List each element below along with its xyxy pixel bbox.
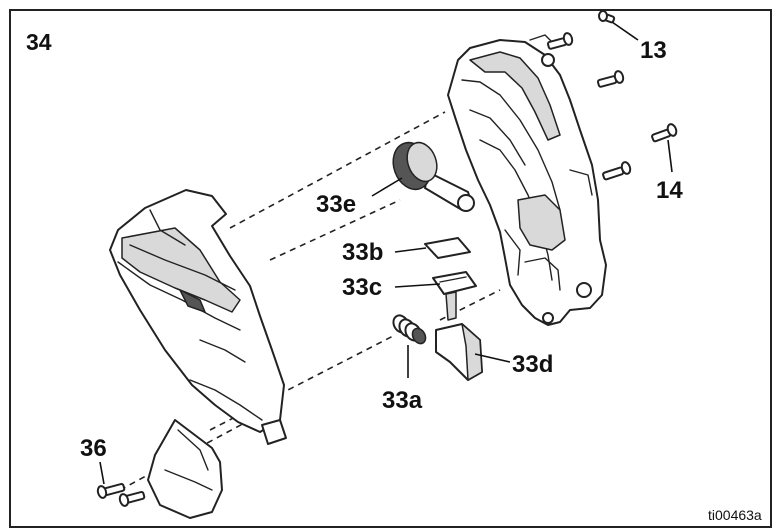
figure-code: ti00463a	[708, 507, 762, 523]
block-33d	[435, 323, 483, 381]
callout-33b: 33b	[342, 239, 383, 266]
screw-36-b	[118, 490, 146, 507]
callout-36: 36	[80, 435, 107, 462]
screw-14-a	[651, 123, 678, 143]
plate-33b	[424, 237, 471, 259]
leader-lines	[99, 21, 673, 485]
figure-number: 34	[26, 29, 52, 55]
callout-13: 13	[640, 37, 667, 64]
screw-13-a	[546, 32, 574, 50]
callout-33e: 33e	[316, 191, 356, 218]
left-cover	[109, 189, 287, 445]
callout-33c: 33c	[342, 274, 382, 301]
screws-13-14	[546, 10, 678, 181]
screw-mid	[596, 70, 625, 88]
right-housing	[447, 34, 607, 326]
screw-14-b	[602, 161, 632, 181]
screw-36-a	[96, 482, 126, 499]
knob-33e	[392, 141, 475, 212]
clip-33c	[432, 271, 477, 321]
callout-33d: 33d	[512, 351, 553, 378]
lower-guard	[147, 419, 223, 519]
callout-14: 14	[656, 177, 683, 204]
callout-33a: 33a	[382, 387, 423, 414]
spring-33a	[392, 314, 427, 345]
screws-36	[96, 482, 146, 507]
screw-13-b	[598, 10, 616, 24]
